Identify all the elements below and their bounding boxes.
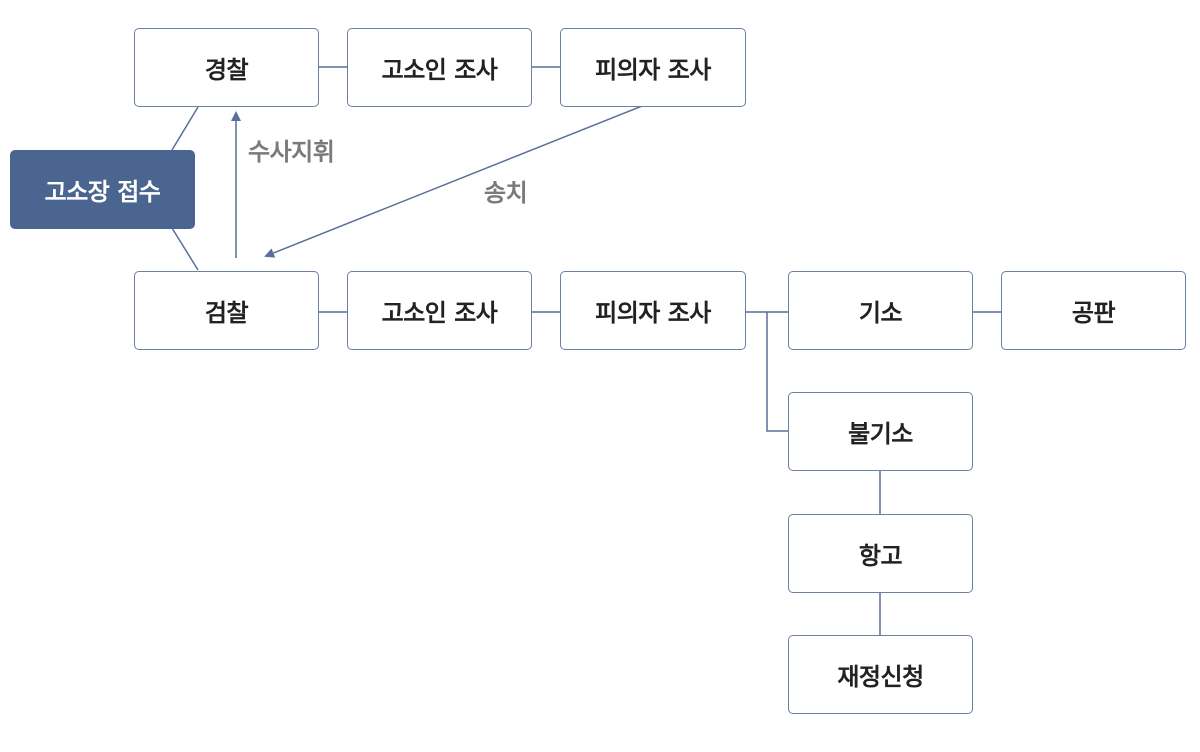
- label-investigation-direction: 수사지휘: [248, 138, 335, 166]
- node-police-complainant-investigation: 고소인 조사: [347, 28, 532, 107]
- node-non-indictment: 불기소: [788, 392, 973, 471]
- label-transfer: 송치: [484, 179, 528, 207]
- node-appeal: 항고: [788, 514, 973, 593]
- node-complaint-receipt: 고소장 접수: [10, 150, 195, 229]
- node-prosecution: 검찰: [134, 271, 319, 350]
- node-ruling-request: 재정신청: [788, 635, 973, 714]
- node-indictment: 기소: [788, 271, 973, 350]
- node-trial: 공판: [1001, 271, 1186, 350]
- arrow-transfer: [264, 105, 643, 258]
- node-police-suspect-investigation: 피의자 조사: [560, 28, 746, 107]
- edge-suspect-non-indictment: [766, 312, 789, 432]
- node-police: 경찰: [134, 28, 319, 107]
- node-prosecution-suspect-investigation: 피의자 조사: [560, 271, 746, 350]
- node-prosecution-complainant-investigation: 고소인 조사: [347, 271, 532, 350]
- edge-complaint-police: [171, 106, 199, 151]
- edge-complaint-prosecution: [171, 227, 199, 271]
